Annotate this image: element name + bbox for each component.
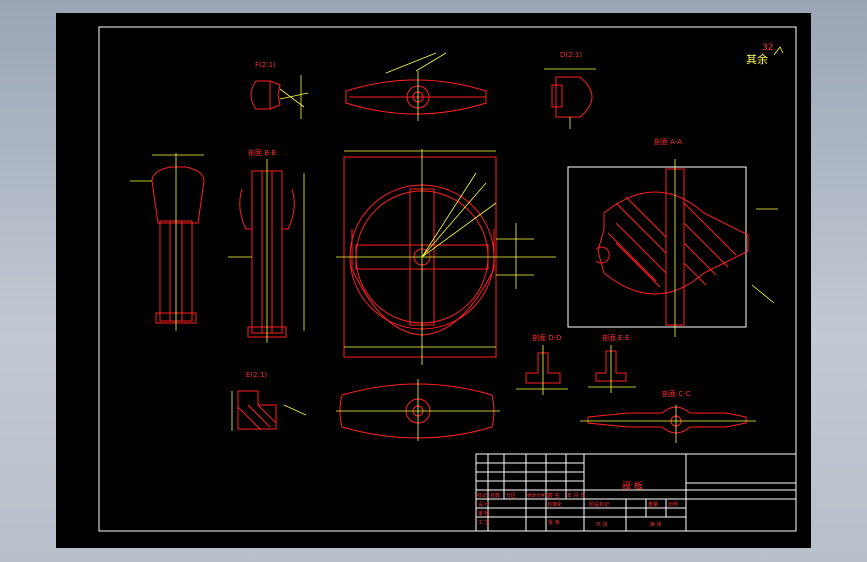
- section-c-view: 剖面 C-C: [580, 389, 756, 443]
- header-date: 年 月 日: [567, 492, 585, 499]
- roughness-note: 其余: [746, 52, 768, 66]
- header-sign: 签 名: [548, 492, 560, 499]
- drawing-canvas: 32 其余 F(2:1): [98, 26, 797, 532]
- detail-f-label: F(2:1): [255, 61, 276, 69]
- drawing-border: [98, 26, 797, 532]
- section-b-view: 剖面 B-B: [228, 148, 305, 343]
- top-plate-view: [345, 52, 487, 121]
- role-process: 工 艺: [478, 520, 490, 526]
- detail-d-label: D(2:1): [560, 51, 582, 59]
- section-d-view: 剖面 D-D: [516, 333, 568, 395]
- section-b-label: 剖面 B-B: [248, 148, 276, 157]
- label-standardization: 标准化: [547, 501, 562, 508]
- section-e-view: 剖面 E-E: [588, 333, 636, 393]
- detail-d-view: D(2:1): [544, 51, 596, 129]
- header-zone: 分区: [506, 492, 516, 499]
- stage-scale: 比例: [668, 501, 678, 508]
- section-c-label: 剖面 C-C: [662, 389, 691, 398]
- roughness-symbol: [773, 46, 784, 56]
- header-change-no: 更改文件号: [527, 492, 550, 499]
- stage-mark: 阶段标记: [589, 501, 609, 508]
- drawing-sheet: 32 其余 F(2:1): [56, 13, 811, 548]
- stage-weight: 重量: [648, 501, 658, 508]
- bottom-plate-view: [336, 379, 500, 441]
- left-side-view: [130, 153, 205, 331]
- detail-f-view: F(2:1): [250, 61, 309, 119]
- section-a-label: 剖面 A-A: [654, 137, 682, 146]
- main-front-view: [336, 149, 556, 365]
- part-name: 阀 板: [622, 480, 643, 492]
- detail-e-view: E(2:1): [231, 371, 307, 431]
- sheet-number: 第 张: [650, 521, 662, 528]
- sheet-total: 共 张: [596, 521, 608, 528]
- section-d-label: 剖面 D-D: [532, 333, 562, 342]
- page-mark: 32: [762, 43, 773, 53]
- section-e-label: 剖面 E-E: [602, 333, 630, 342]
- role-design: 设 计: [478, 501, 490, 508]
- title-block: 阀 板 标记 处数 分区 更改文件号 签 名 年 月 日 设 计 审 核 工 艺…: [475, 453, 797, 532]
- header-count: 处数: [490, 492, 500, 499]
- detail-e-label: E(2:1): [246, 371, 267, 379]
- section-a-view: 剖面 A-A: [567, 137, 778, 337]
- label-approve: 批 准: [548, 519, 560, 526]
- header-mark: 标记: [477, 492, 487, 499]
- role-review: 审 核: [478, 510, 490, 517]
